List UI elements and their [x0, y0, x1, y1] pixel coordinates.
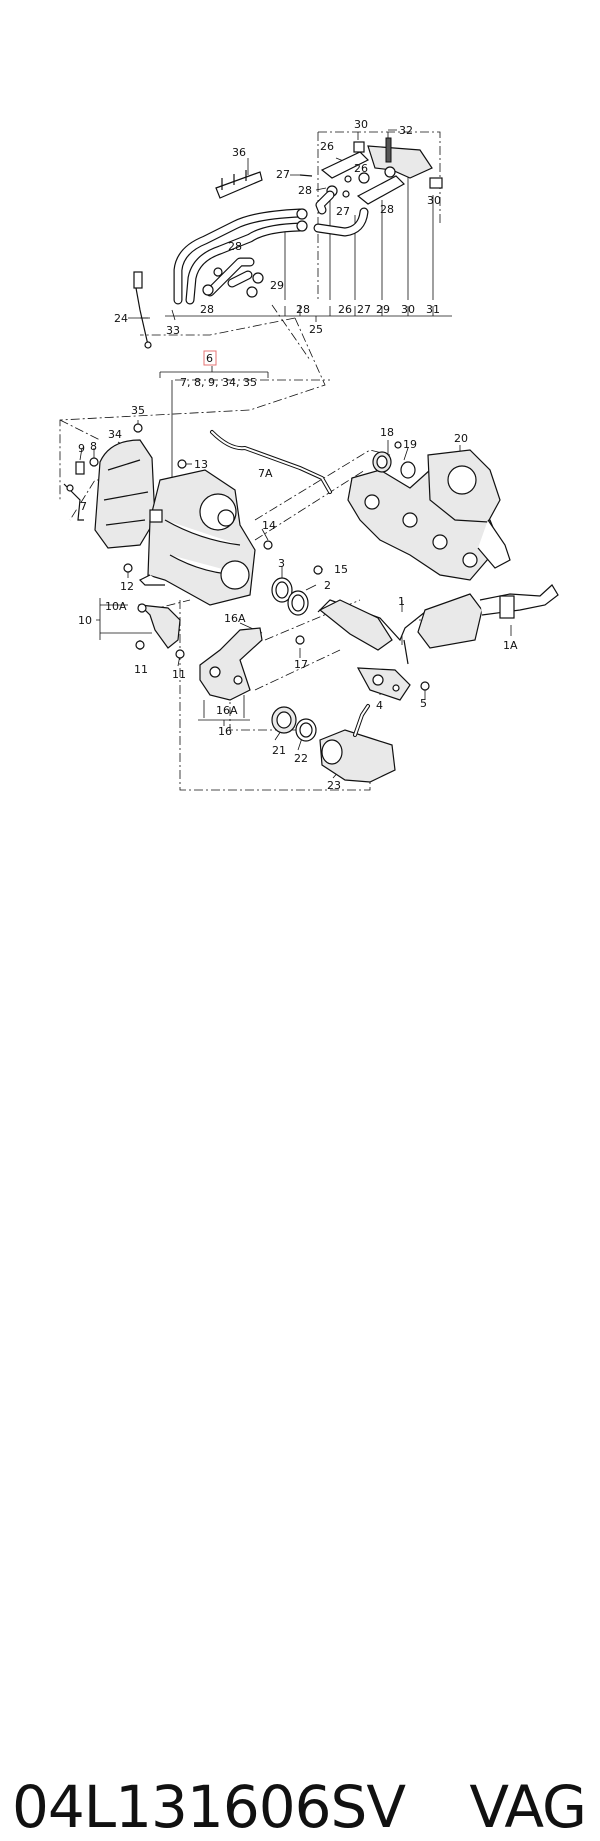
part-number: 04L131606SV — [12, 1773, 406, 1841]
callout: 16A — [224, 612, 246, 625]
callout: 26 — [320, 140, 334, 153]
callout: 26 — [354, 162, 368, 175]
callout: 7A — [258, 467, 273, 480]
callout: 17 — [294, 658, 308, 671]
callout: 33 — [166, 324, 180, 337]
callout: 16 — [218, 725, 232, 738]
exploded-parts-diagram: 36 30 32 26 26 27 28 27 28 30 28 29 28 2… — [59, 118, 559, 792]
valve-assembly-top — [299, 137, 443, 205]
callout: 6 — [206, 352, 213, 365]
callout: 18 — [380, 426, 394, 439]
flange-4 — [356, 667, 411, 701]
bracket-10 — [137, 603, 181, 649]
callout: 27 — [276, 168, 290, 181]
callout: 35 — [131, 404, 145, 417]
callout: 28 — [296, 303, 310, 316]
callout: 11 — [172, 668, 186, 681]
manifold-turbo-20 — [347, 449, 511, 581]
callout: 28 — [380, 203, 394, 216]
callout: 26 — [338, 303, 352, 316]
callout: 28 — [298, 184, 312, 197]
front-exhaust-pipe-1 — [317, 584, 559, 665]
callout: 16A — [216, 704, 238, 717]
coupling-21-22-23 — [271, 704, 396, 783]
callout: 29 — [376, 303, 390, 316]
callout: 22 — [294, 752, 308, 765]
callout: 2 — [324, 579, 331, 592]
callout: 13 — [194, 458, 208, 471]
callout: 4 — [376, 699, 383, 712]
callout: 9 — [78, 442, 85, 455]
callout: 1 — [398, 595, 405, 608]
callout: 3 — [278, 557, 285, 570]
callout: 5 — [420, 697, 427, 710]
callout: 27 — [357, 303, 371, 316]
callout: 31 — [426, 303, 440, 316]
callout: 30 — [401, 303, 415, 316]
callout: 34 — [108, 428, 122, 441]
callout: 7 — [80, 500, 87, 513]
bracket-16 — [199, 627, 263, 701]
callout: 20 — [454, 432, 468, 445]
callout: 23 — [327, 779, 341, 792]
sensor-24 — [133, 271, 152, 349]
callout-list: 7, 8, 9, 34, 35 — [180, 376, 257, 389]
callout: 11 — [134, 663, 148, 676]
callout: 29 — [270, 279, 284, 292]
callout: 10 — [78, 614, 92, 627]
callout: 21 — [272, 744, 286, 757]
callout: 14 — [262, 519, 276, 532]
clips-7-8-9 — [63, 457, 99, 521]
callout: 27 — [336, 205, 350, 218]
bracket-36 — [215, 170, 263, 199]
callout-labels: 36 30 32 26 26 27 28 27 28 30 28 29 28 2… — [78, 118, 518, 792]
callout: 8 — [90, 440, 97, 453]
turbocharger-catalyst-6 — [138, 459, 256, 606]
callout: 24 — [114, 312, 128, 325]
callout: 28 — [200, 303, 214, 316]
callout-box-6 — [203, 350, 217, 366]
brand-name: VAG — [469, 1773, 587, 1841]
callout: 1A — [503, 639, 518, 652]
callout: 12 — [120, 580, 134, 593]
callout: 32 — [399, 124, 413, 137]
callout: 30 — [427, 194, 441, 207]
oil-pipe-7A — [210, 430, 332, 494]
callout: 28 — [228, 240, 242, 253]
gaskets-2-3 — [271, 577, 309, 616]
callout: 19 — [403, 438, 417, 451]
heat-shield-34 — [94, 423, 156, 549]
callout: 30 — [354, 118, 368, 131]
callout: 15 — [334, 563, 348, 576]
callout: 10A — [105, 600, 127, 613]
callout: 36 — [232, 146, 246, 159]
callout: 25 — [309, 323, 323, 336]
coolant-hoses — [173, 190, 369, 305]
footer: 04L131606SV VAG — [0, 880, 600, 1836]
fasteners — [123, 441, 430, 691]
